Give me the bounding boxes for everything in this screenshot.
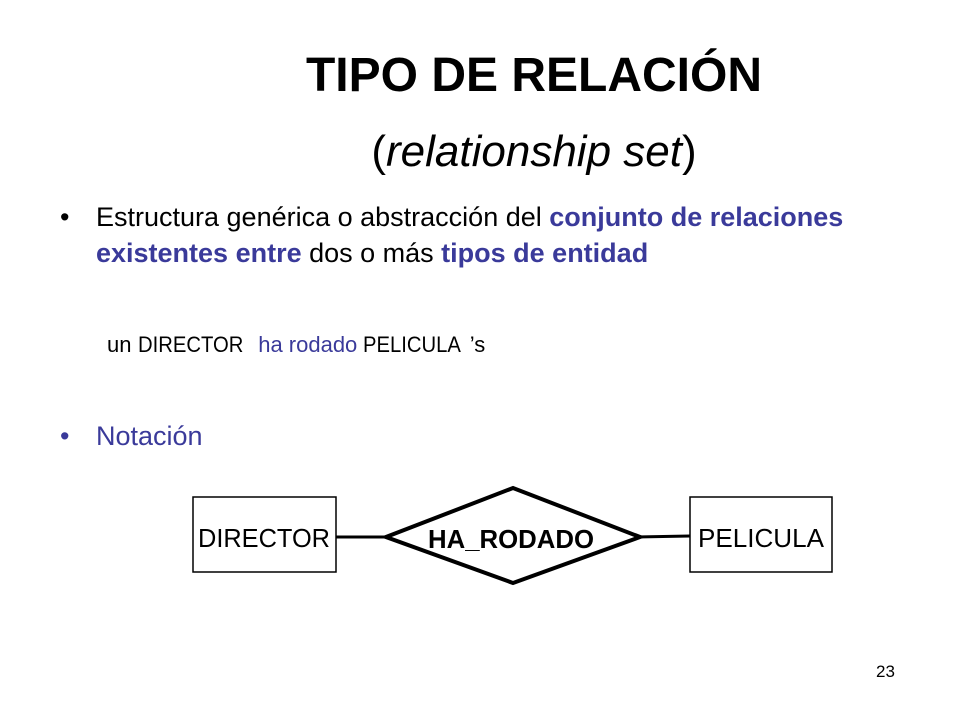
entity-label-director: DIRECTOR (198, 523, 330, 553)
entity-box-director (192, 496, 337, 573)
page-number: 23 (876, 662, 895, 681)
subtitle-close-paren: ) (681, 127, 697, 176)
relationship-diamond (380, 485, 646, 586)
bullet-dot-icon: • (60, 202, 70, 232)
example-sentence: un DIRECTOR ha rodado PELICULA ’s (107, 330, 485, 360)
example-part-3: ha rodado (252, 332, 364, 357)
bullet-text-part-3: dos o más (301, 238, 442, 268)
relationship-label: HA_RODADO (428, 524, 594, 554)
slide-title: TIPO DE RELACIÓN (305, 49, 763, 102)
entity-box-pelicula (689, 496, 833, 573)
slide-subtitle: (relationship set) (0, 125, 960, 179)
example-part-5: ’s (469, 332, 486, 357)
bullet-text-part-1: Estructura genérica o abstracción del (96, 202, 550, 232)
bullet-dot-icon: • (60, 421, 70, 451)
bullet-notation: • Notación (60, 418, 203, 454)
example-part-4: PELICULA (363, 332, 462, 357)
bullet-text-part-4: tipos de entidad (441, 238, 649, 268)
bullet-text-part-2: conjunto de relaciones existentes entre (96, 202, 844, 268)
subtitle-text: relationship set (386, 127, 682, 176)
example-part-1: un (107, 332, 138, 357)
bullet-notation-text: Notación (96, 421, 203, 451)
bullet-definition: • Estructura genérica o abstracción del … (60, 199, 896, 271)
entity-label-pelicula: PELICULA (698, 523, 825, 553)
example-part-2: DIRECTOR (137, 332, 243, 357)
subtitle-open-paren: ( (371, 127, 387, 176)
